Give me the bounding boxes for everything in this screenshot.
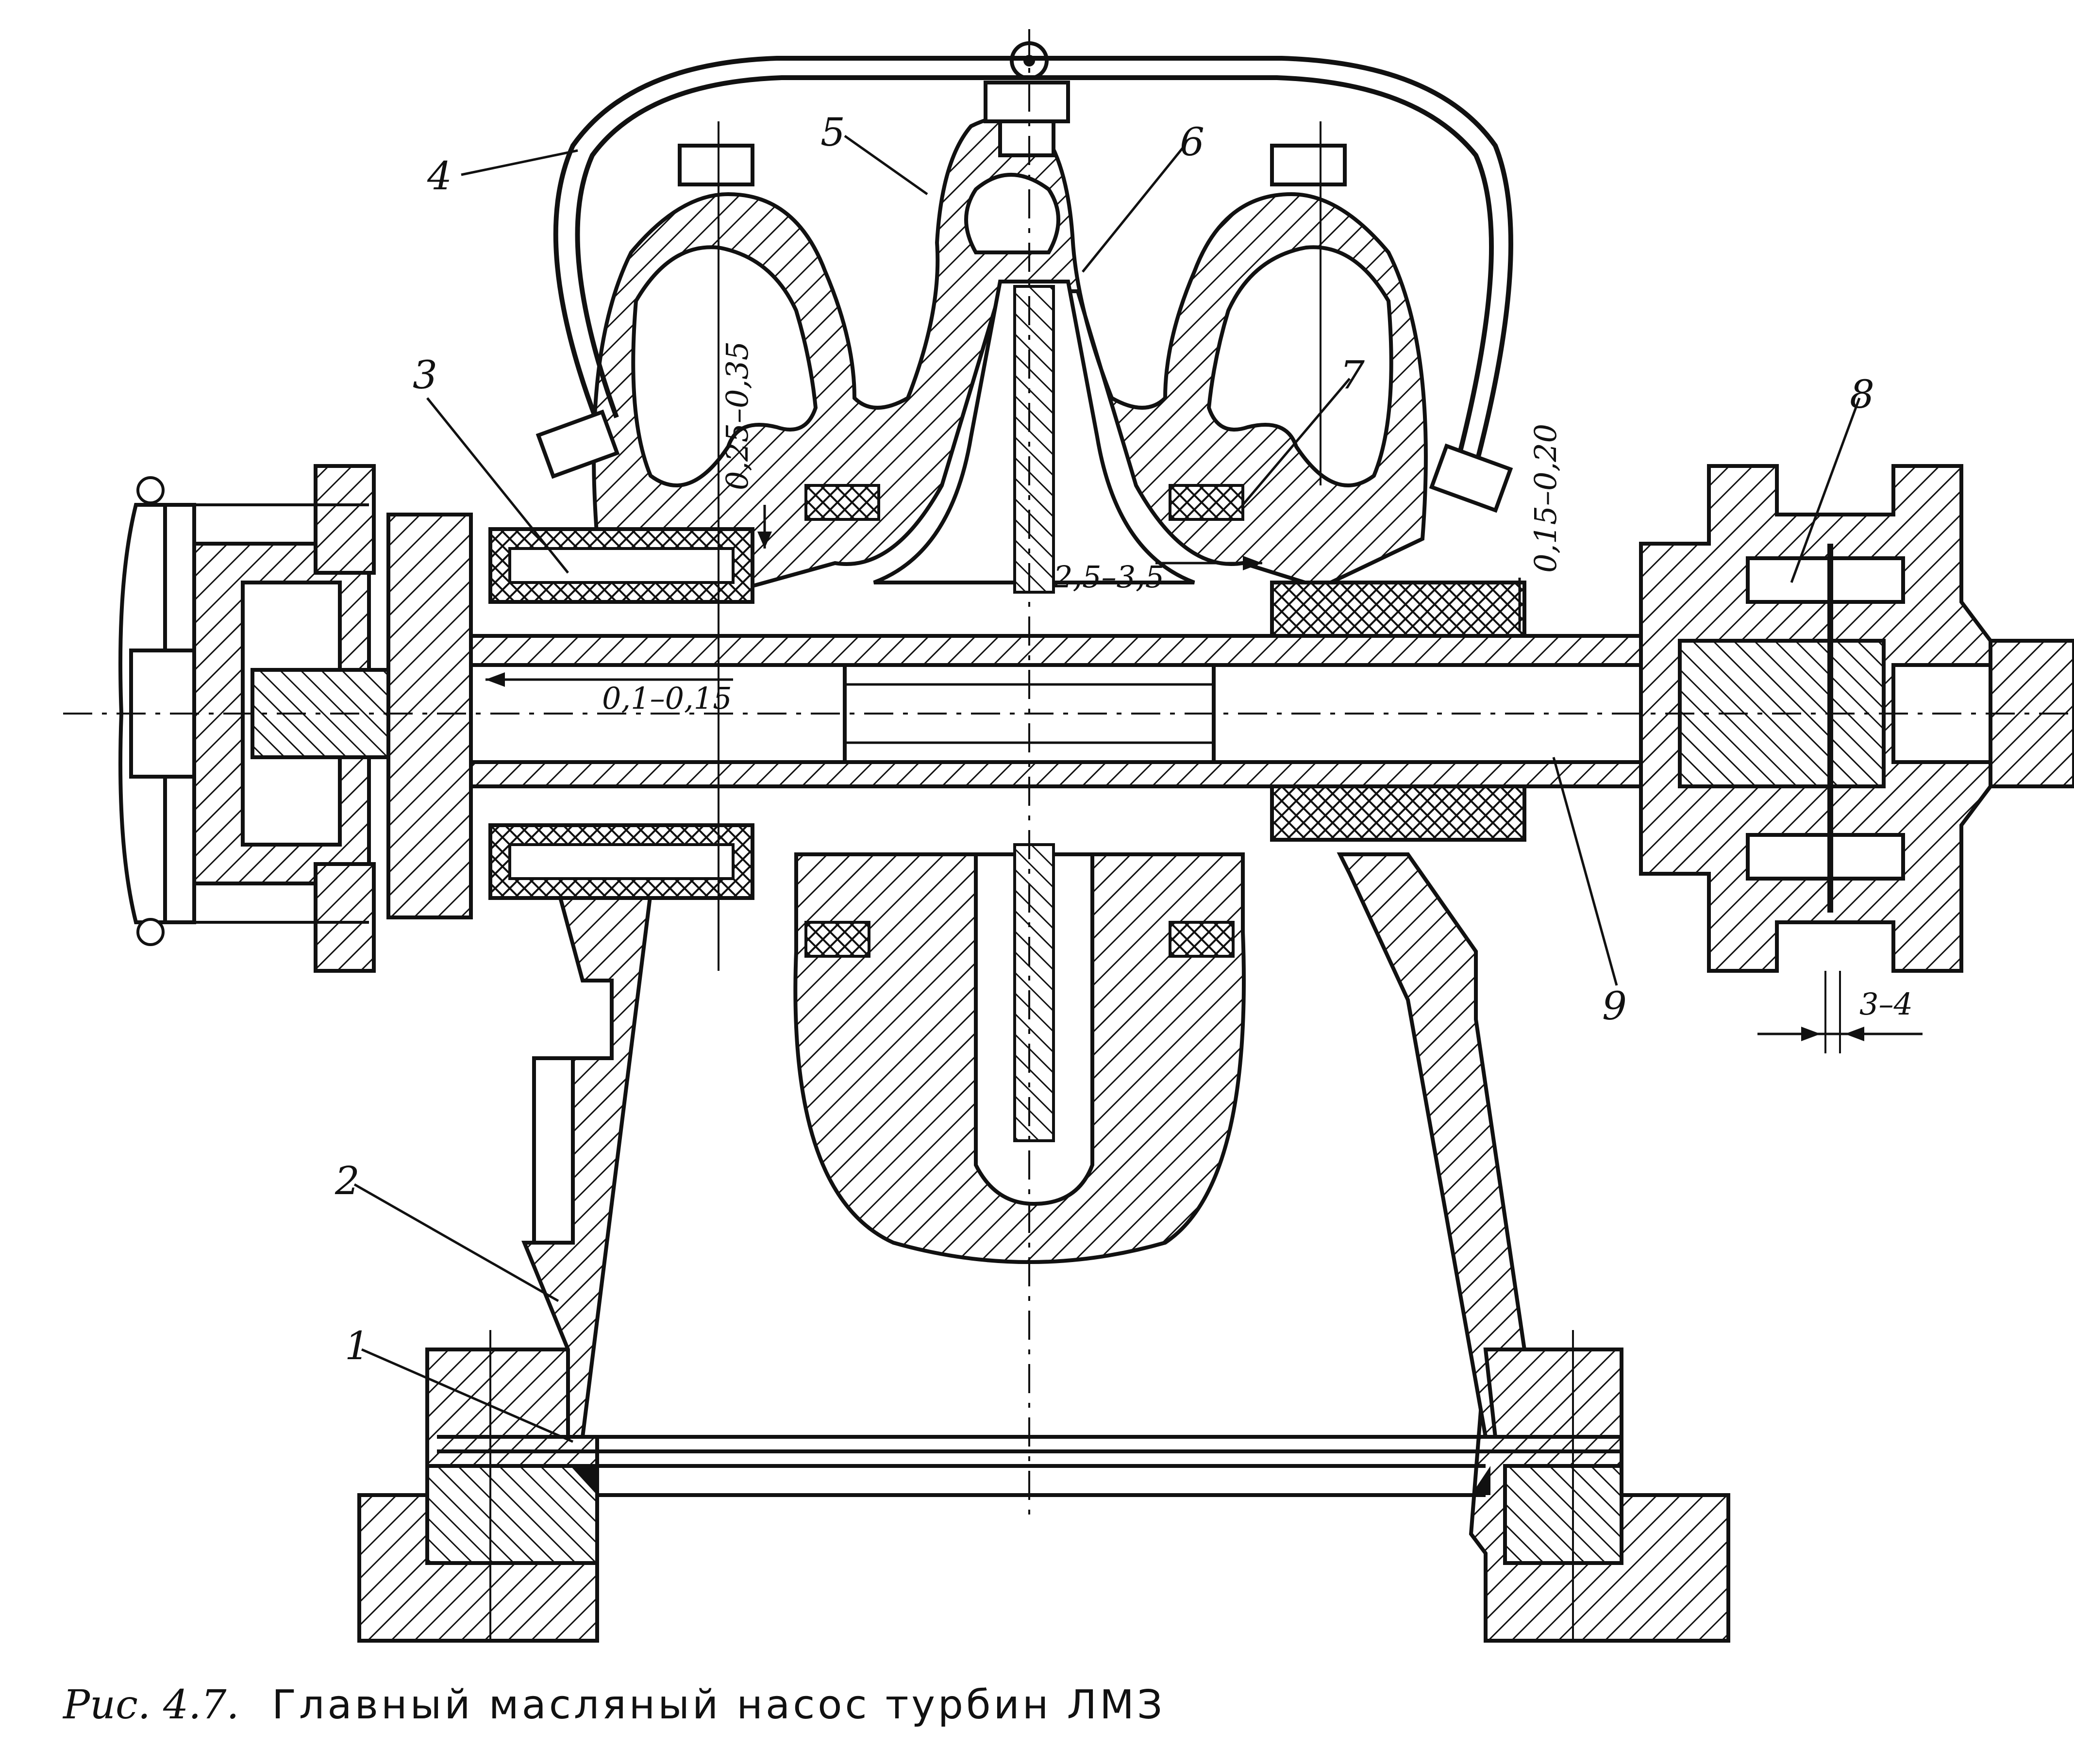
dim-gap-impeller: 2,5–3,5 (1053, 559, 1164, 595)
part-labels: 1 2 3 4 5 6 7 8 9 (335, 110, 1874, 1368)
part-label-9: 9 (1602, 983, 1627, 1029)
dim-gap-shaft: 0,1–0,15 (602, 681, 732, 716)
dimension-annotations: 0,25–0,35 0,1–0,15 2,5–3,5 0,15–0,20 3–4 (485, 341, 1923, 1053)
part-label-1: 1 (345, 1323, 369, 1368)
caption-prefix: Рис. 4.7. (62, 1682, 239, 1728)
dim-gap-bearing-radial: 0,25–0,35 (719, 341, 755, 490)
oil-pipe (535, 56, 1513, 513)
part-label-7: 7 (1340, 352, 1365, 398)
part-label-8: 8 (1850, 372, 1874, 417)
part-label-4: 4 (427, 153, 452, 199)
upper-volute (592, 41, 1428, 594)
part-label-5: 5 (820, 110, 845, 155)
leader-lines (353, 134, 1861, 1443)
caption-text: Главный масляный насос турбин ЛМЗ (272, 1682, 1165, 1728)
dim-gap-right-seal: 0,15–0,20 (1528, 424, 1563, 573)
part-label-3: 3 (413, 352, 437, 398)
bearings (488, 527, 1526, 900)
coupling (1639, 464, 2074, 973)
center-lines (63, 29, 2074, 1641)
dim-gap-coupling: 3–4 (1859, 986, 1913, 1022)
lower-volute (793, 843, 1246, 1264)
part-label-2: 2 (335, 1158, 360, 1203)
figure-caption: Рис. 4.7. Главный масляный насос турбин … (62, 1682, 1165, 1728)
left-end-assembly (118, 464, 473, 973)
part-label-6: 6 (1180, 119, 1204, 165)
